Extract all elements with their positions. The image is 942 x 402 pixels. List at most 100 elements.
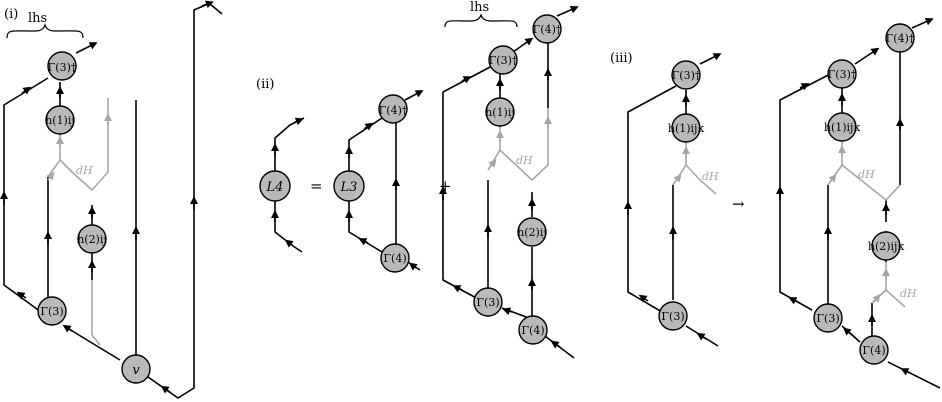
- gamma4-dagger-node-ii: [378, 94, 408, 124]
- h2-node-i: [77, 224, 107, 254]
- h1-node-iii-b: [827, 112, 857, 142]
- gray-h1-right-ii: [499, 108, 549, 181]
- line-outer-left-iii-b: [779, 71, 835, 311]
- arrow-gamma4-gamma3-iii: [842, 327, 853, 336]
- gamma3-node-iii-b: [813, 303, 843, 333]
- panel-iii: (iii) dH Γ(3)† h(1)ijk Γ(3) →: [610, 17, 941, 389]
- v-label: v: [132, 363, 140, 378]
- gamma4-label-ii-b: Γ(4): [521, 324, 544, 337]
- arrow-gamma3d-out: [75, 42, 98, 54]
- line-L3-down: [348, 200, 383, 253]
- arrow-gamma4-in: [408, 262, 418, 271]
- panel-i: (i) lhs dH Γ(3)†: [0, 0, 223, 399]
- L4-node: [259, 170, 291, 202]
- line-L3-up: [348, 117, 383, 172]
- arrow-outer-top-ii: [461, 76, 472, 84]
- arrow-v-gamma3: [62, 324, 73, 333]
- gray-h1-right-iii: [685, 164, 717, 195]
- gamma3-label-iii-b: Γ(3): [816, 312, 839, 325]
- equals-sign: =: [310, 177, 323, 195]
- h1-label-iii-b: h(1)ijk: [824, 121, 861, 134]
- h1-node-ii: [485, 97, 515, 127]
- gamma4-dagger-label-ii: Γ(4)†: [379, 104, 408, 117]
- gamma3-dagger-node-i: [47, 51, 77, 81]
- gamma3-node-i: [37, 296, 67, 326]
- dH-label-iii-b: dH: [858, 168, 875, 181]
- gamma3-dagger-label-ii: Γ(3)†: [489, 54, 518, 67]
- gamma4-node-iii: [859, 335, 889, 365]
- arrow-gamma4-in-ii: [550, 340, 561, 349]
- arrow-gamma4d-out-iii: [911, 17, 934, 29]
- gray-h1-left-iii: [672, 142, 687, 186]
- arrow-gamma4d-out-ii: [556, 5, 579, 17]
- gray-h1-right-iii-b: [841, 164, 901, 201]
- arrow-gamma3d-gamma4d-iii: [854, 47, 880, 65]
- arrow-outer-top-iii-b: [799, 83, 810, 91]
- gray-arrow-left-iii: [673, 173, 682, 183]
- line-top-tail: [209, 3, 223, 15]
- arrow-outer-low-iii-b: [788, 297, 799, 305]
- gray-line-low: [91, 280, 101, 346]
- gray-arrow-left-low-iii: [872, 293, 881, 303]
- panel-label-iii: (iii): [610, 51, 633, 66]
- h2-label-iii: h(2)ijk: [868, 240, 905, 253]
- arrow-gamma3d-out-iii: [699, 53, 722, 65]
- panel-ii: (ii) L4 = L3 Γ(4)† Γ(4) + lhs: [256, 0, 579, 359]
- line-L4-up: [274, 117, 305, 172]
- gamma3-dagger-label-iii: Γ(3)†: [672, 69, 701, 82]
- gamma3-node-ii: [473, 287, 503, 317]
- h1-node-i: [45, 105, 75, 135]
- arrow-gamma3-in-iii: [696, 332, 707, 341]
- line-gamma4-in-iii: [887, 361, 941, 389]
- h2-node-iii: [871, 231, 901, 261]
- arrow-gamma4d-out: [404, 90, 424, 101]
- h1-node-iii: [671, 113, 701, 143]
- gray-h1-left-ii: [487, 126, 501, 171]
- gamma4-node-ii-b: [518, 315, 548, 345]
- h2-label-ii: h(2)ij: [517, 226, 547, 239]
- gray-h1-left-iii-b: [827, 141, 843, 186]
- gamma3-dagger-node-iii-b: [827, 59, 857, 89]
- line-v-gamma3: [63, 325, 121, 361]
- arrow-L4-out: [294, 117, 304, 126]
- arrow-gamma4-L3: [358, 238, 369, 246]
- arrow-gamma4-gamma3: [502, 307, 513, 316]
- arrow-top-right: [201, 0, 214, 9]
- arrow-outer-left-low: [16, 291, 27, 300]
- gray-arrow-left: [46, 171, 55, 181]
- gamma4-label-ii: Γ(4): [383, 252, 406, 265]
- gamma3-dagger-node-ii: [488, 45, 518, 75]
- line-L4-down: [274, 200, 303, 253]
- line-gamma4-gamma3: [501, 307, 530, 319]
- gamma3-label-i: Γ(3): [40, 305, 63, 318]
- dH-label-iii-c: dH: [900, 287, 917, 300]
- h2-node-ii: [517, 217, 547, 247]
- gamma4-dagger-label-ii-b: Γ(4)†: [533, 23, 562, 36]
- arrow-outer-low-ii: [452, 285, 463, 293]
- arrow-outer-low-iii: [638, 294, 649, 303]
- plus-sign: +: [439, 177, 452, 195]
- arrow-L4-in: [284, 239, 294, 248]
- line-outer-left-iii: [627, 85, 677, 313]
- panel-label-i: (i): [4, 7, 18, 22]
- dH-label-iii: dH: [702, 170, 719, 183]
- arrow-gamma4-in-iii: [900, 368, 911, 376]
- gamma3-dagger-label-iii-b: Γ(3)†: [828, 68, 857, 81]
- L3-label: L3: [340, 180, 358, 195]
- gray-line-h1-left: [47, 133, 61, 178]
- L3-node: [333, 170, 365, 202]
- line-v-right: [147, 3, 209, 399]
- brace-i: [6, 23, 84, 39]
- gamma3-label-iii: Γ(3): [661, 310, 684, 323]
- gray-arrow-left-iii-b: [828, 173, 837, 183]
- gamma4-node-ii: [380, 243, 410, 273]
- h2-label-i: h(2)ij: [77, 233, 107, 246]
- gray-arrow-left-ii: [488, 158, 497, 168]
- arrow-gamma3d-gamma4d: [512, 37, 534, 53]
- gamma3-dagger-node-iii: [671, 60, 701, 90]
- dH-label-ii: dH: [516, 154, 533, 167]
- h1-label-iii: h(1)ijk: [668, 122, 705, 135]
- gamma3-label-ii: Γ(3): [476, 296, 499, 309]
- arrow-outer-left-top: [21, 86, 32, 95]
